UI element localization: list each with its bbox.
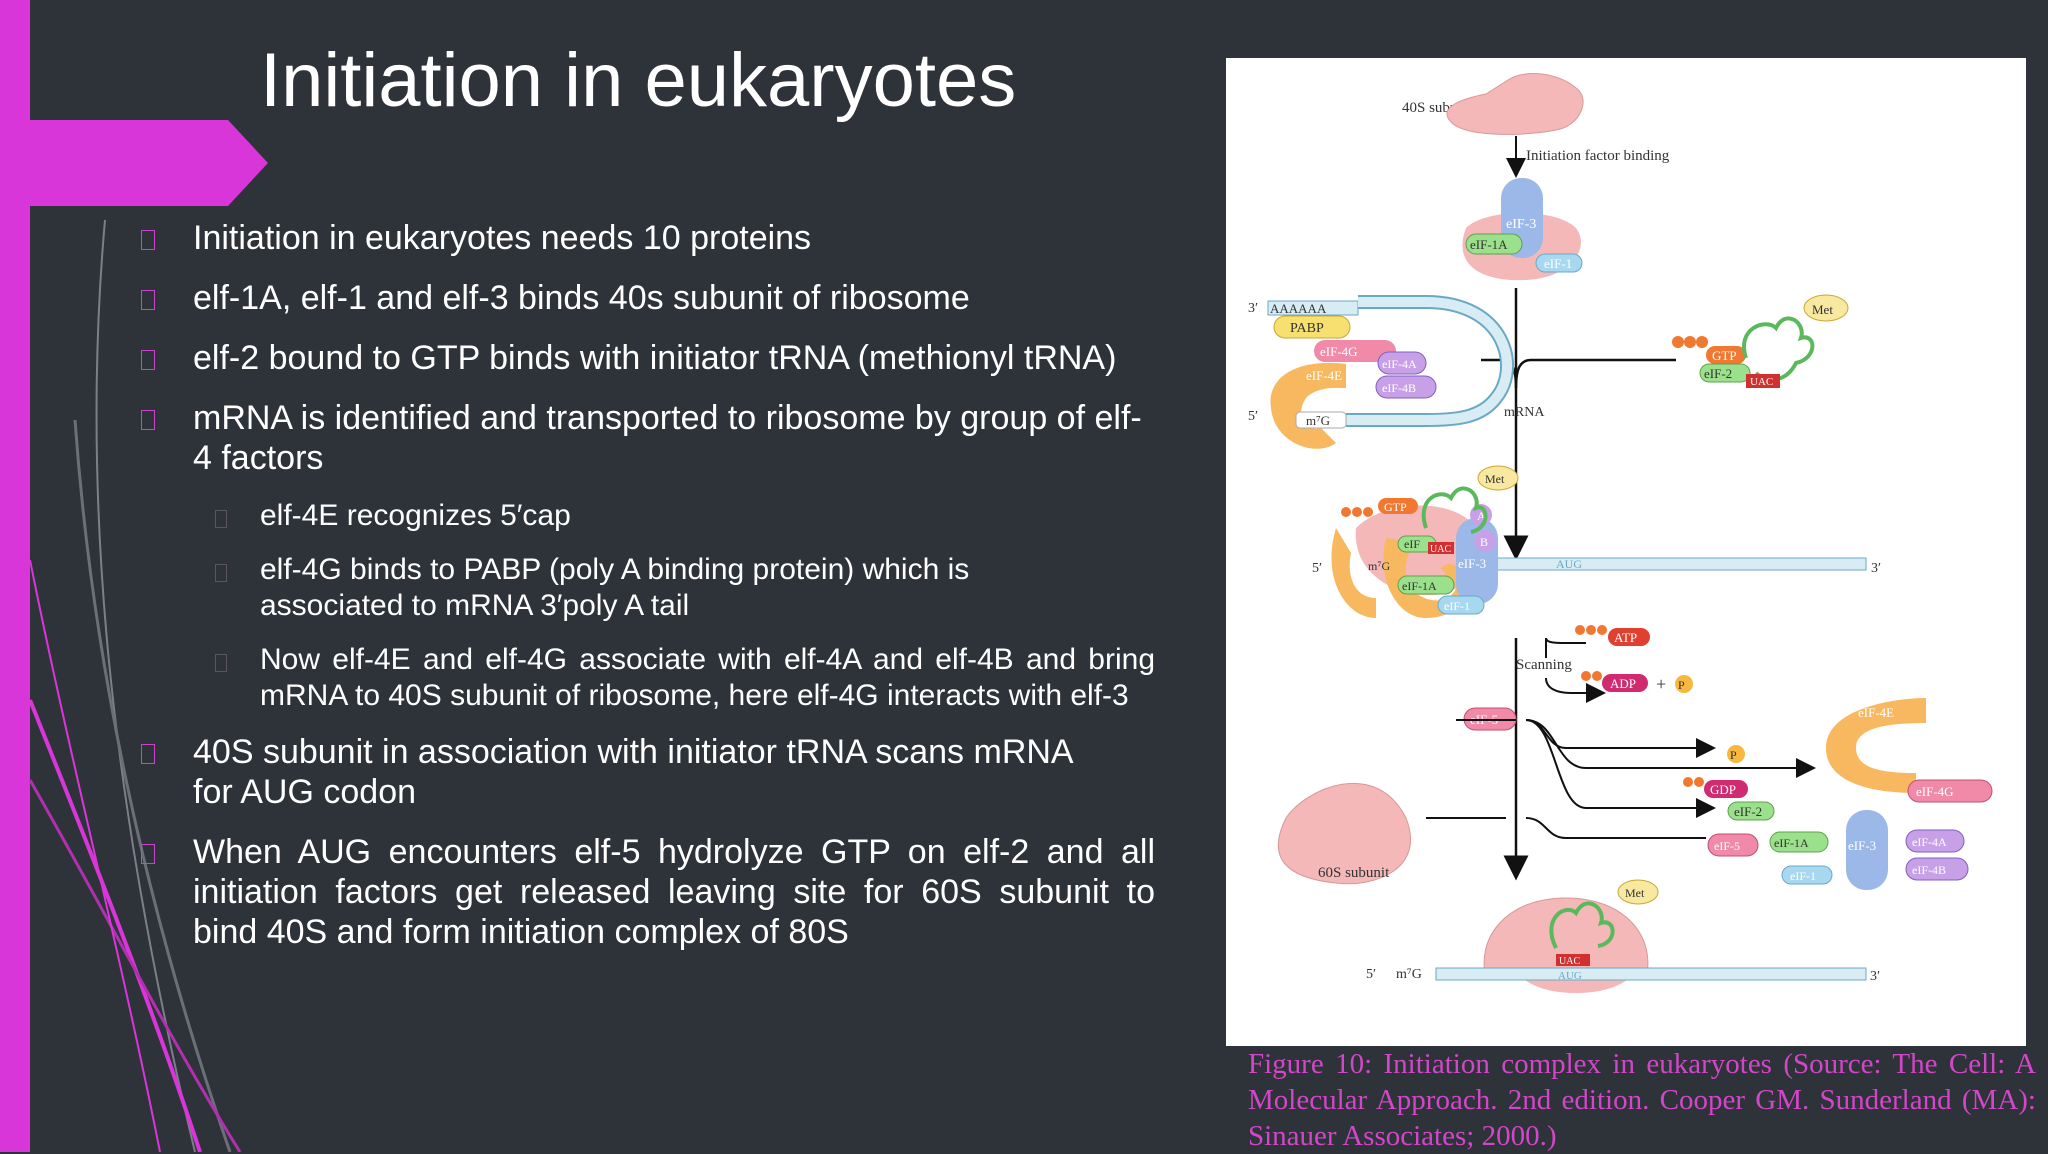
label-atp: ATP — [1614, 630, 1637, 645]
label-eif4a: eIF-4A — [1382, 357, 1417, 371]
bullet-text: 40S subunit in association with initiato… — [193, 733, 1072, 811]
slide-title: Initiation in eukaryotes — [260, 38, 1017, 123]
label-met-step3: Met — [1485, 472, 1505, 486]
bullet-item: Initiation in eukaryotes needs 10 protei… — [135, 218, 1155, 258]
label-uac-step3: UAC — [1430, 544, 1451, 555]
label-eif4b: eIF-4B — [1382, 381, 1416, 395]
subbullet-item: elf-4E recognizes 5′cap — [135, 498, 1155, 534]
label-eif1-step3: eIF-1 — [1444, 599, 1470, 613]
label-b-short: B — [1480, 535, 1488, 549]
label-cap-step3: m⁷G — [1368, 559, 1391, 573]
bullet-marker-icon — [141, 230, 155, 250]
label-eif3: eIF-3 — [1506, 217, 1536, 232]
subbullet-marker-icon — [215, 654, 227, 672]
label-factor-binding: Initiation factor binding — [1526, 148, 1670, 164]
label-aug: AUG — [1556, 557, 1582, 571]
initiation-diagram: 40S subunit Initiation factor binding eI… — [1248, 73, 1993, 993]
bullet-item: elf-1A, elf-1 and elf-3 binds 40s subuni… — [135, 278, 1155, 318]
bullet-text: elf-2 bound to GTP binds with initiator … — [193, 339, 1117, 377]
label-mrna: mRNA — [1504, 405, 1545, 420]
label-adp: ADP — [1610, 676, 1636, 691]
subbullet-marker-icon — [215, 510, 227, 528]
label-met: Met — [1812, 302, 1833, 317]
figure-caption: Figure 10: Initiation complex in eukaryo… — [1248, 1048, 2036, 1152]
bullet-item: elf-2 bound to GTP binds with initiator … — [135, 338, 1143, 378]
label-poly-a: AAAAAA — [1270, 301, 1327, 316]
label-pabp: PABP — [1290, 321, 1324, 336]
label-plus: + — [1656, 674, 1666, 694]
label-3-prime-final: 3′ — [1870, 969, 1880, 984]
initiation-figure: 40S subunit Initiation factor binding eI… — [1226, 58, 2026, 1046]
bullet-marker-icon — [141, 844, 155, 864]
bullet-list: Initiation in eukaryotes needs 10 protei… — [135, 218, 1155, 972]
label-gdp: GDP — [1710, 782, 1736, 797]
label-3-prime-step3: 3′ — [1871, 561, 1881, 576]
bullet-text: mRNA is identified and transported to ri… — [193, 399, 1142, 477]
label-5-prime: 5′ — [1248, 409, 1258, 424]
label-60s-subunit: 60S subunit — [1318, 865, 1390, 881]
label-eif-short: eIF — [1404, 537, 1420, 551]
label-aug-final: AUG — [1558, 970, 1582, 982]
bullet-text: When AUG encounters elf-5 hydrolyze GTP … — [193, 833, 1155, 951]
label-eif1: eIF-1 — [1544, 256, 1572, 271]
label-uac: UAC — [1750, 376, 1773, 388]
bullet-item: mRNA is identified and transported to ri… — [135, 398, 1155, 478]
bullet-marker-icon — [141, 290, 155, 310]
ribosome-40s — [1446, 73, 1584, 135]
label-pi: P — [1678, 678, 1685, 692]
subbullet-item: Now elf-4E and elf-4G associate with elf… — [135, 642, 1155, 714]
subbullet-text: elf-4G binds to PABP (poly A binding pro… — [260, 553, 970, 622]
label-5-prime-step3: 5′ — [1312, 561, 1322, 576]
label-eif1a-released: eIF-1A — [1774, 836, 1809, 850]
title-arrow-decoration — [0, 120, 268, 206]
label-eif3-released: eIF-3 — [1848, 838, 1876, 853]
label-5-prime-final: 5′ — [1366, 967, 1376, 982]
label-eif1-released: eIF-1 — [1790, 869, 1816, 883]
bullet-marker-icon — [141, 410, 155, 430]
label-a-short: A — [1477, 509, 1486, 523]
label-gtp-step3: GTP — [1384, 500, 1407, 514]
label-eif4b-released: eIF-4B — [1912, 863, 1946, 877]
bullet-item: When AUG encounters elf-5 hydrolyze GTP … — [135, 832, 1155, 952]
label-pi-2: P — [1730, 748, 1737, 762]
label-eif3-step3: eIF-3 — [1458, 556, 1486, 571]
label-scanning: Scanning — [1516, 657, 1572, 673]
subbullet-text: Now elf-4E and elf-4G associate with elf… — [260, 643, 1155, 712]
label-eif4a-released: eIF-4A — [1912, 835, 1947, 849]
label-gtp: GTP — [1712, 348, 1737, 363]
subbullet-text: elf-4E recognizes 5′cap — [260, 499, 571, 532]
label-uac-final: UAC — [1559, 956, 1580, 967]
label-eif1a-step3: eIF-1A — [1402, 579, 1437, 593]
label-eif1a: eIF-1A — [1470, 237, 1508, 252]
label-met-final: Met — [1625, 886, 1645, 900]
label-cap: m⁷G — [1306, 413, 1330, 428]
bullet-text: elf-1A, elf-1 and elf-3 binds 40s subuni… — [193, 279, 970, 317]
label-cap-final: m⁷G — [1396, 967, 1422, 982]
label-eif4e-released: eIF-4E — [1858, 705, 1894, 720]
label-eif5-released: eIF-5 — [1714, 839, 1740, 853]
label-eif4e: eIF-4E — [1306, 368, 1342, 383]
label-eif4g: eIF-4G — [1320, 344, 1358, 359]
label-eif4g-released: eIF-4G — [1916, 784, 1954, 799]
bullet-marker-icon — [141, 350, 155, 370]
label-3-prime: 3′ — [1248, 301, 1258, 316]
bullet-item: 40S subunit in association with initiato… — [135, 732, 1093, 812]
bullet-text: Initiation in eukaryotes needs 10 protei… — [193, 219, 812, 257]
subbullet-item: elf-4G binds to PABP (poly A binding pro… — [135, 552, 1000, 624]
bullet-marker-icon — [141, 744, 155, 764]
subbullet-marker-icon — [215, 564, 227, 582]
label-eif2: eIF-2 — [1704, 366, 1732, 381]
label-eif2-released: eIF-2 — [1734, 804, 1762, 819]
